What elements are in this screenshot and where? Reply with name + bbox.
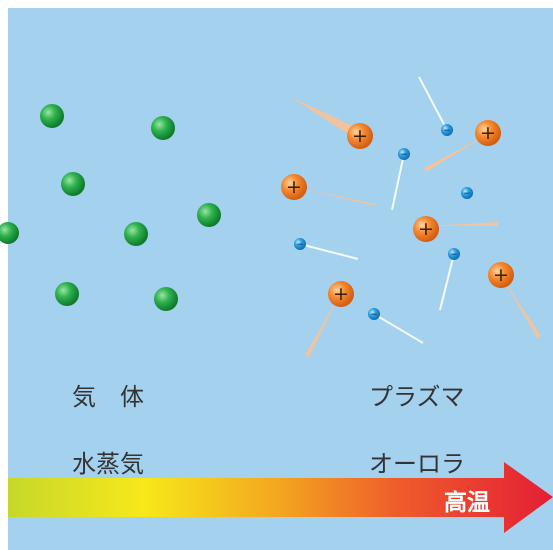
gas-particle: [124, 222, 148, 246]
electron-trail: [373, 313, 424, 344]
electron: −: [294, 238, 306, 250]
svg-text:−: −: [443, 126, 451, 136]
electron: −: [461, 187, 473, 199]
gas-particles: [0, 104, 221, 311]
gas-particle: [151, 116, 175, 140]
ion-trail: [501, 276, 541, 338]
electrons: − − − − − −: [294, 124, 473, 320]
electron-trail: [391, 153, 405, 211]
electron: −: [398, 148, 410, 160]
svg-text:+: +: [333, 283, 349, 305]
svg-text:−: −: [463, 189, 471, 199]
gas-particle: [40, 104, 64, 128]
svg-text:−: −: [370, 310, 378, 320]
gas-particle: [55, 282, 79, 306]
ion: +: [281, 174, 307, 200]
background-panel: [8, 8, 553, 550]
ion: +: [413, 216, 439, 242]
svg-text:−: −: [400, 150, 408, 160]
ion: +: [488, 262, 514, 288]
ion-trail: [426, 222, 498, 226]
ions: + + + + + +: [281, 120, 514, 307]
gas-particle: [154, 287, 178, 311]
svg-text:+: +: [480, 122, 496, 144]
ion: +: [328, 281, 354, 307]
ion-trail: [291, 97, 357, 140]
svg-text:+: +: [286, 176, 302, 198]
electron-trail: [439, 253, 455, 311]
ion-trails: [291, 97, 541, 357]
electron-trail: [418, 76, 448, 131]
vapor-label: 水蒸気: [72, 450, 144, 478]
svg-text:+: +: [493, 264, 509, 286]
gas-particle: [61, 172, 85, 196]
ion-trail: [424, 134, 488, 172]
svg-text:−: −: [450, 250, 458, 260]
electron: −: [448, 248, 460, 260]
svg-text:+: +: [352, 125, 368, 147]
electron: −: [441, 124, 453, 136]
ion: +: [347, 123, 373, 149]
ion: +: [475, 120, 501, 146]
plasma-label: プラズマ: [369, 383, 465, 411]
gas-particle: [0, 222, 19, 244]
svg-text:+: +: [418, 218, 434, 240]
ion-trail: [305, 292, 341, 357]
svg-text:−: −: [296, 240, 304, 250]
ion-trail: [296, 187, 375, 206]
electron-trail: [299, 243, 359, 260]
electron: −: [368, 308, 380, 320]
high-temperature-label: 高温: [444, 490, 490, 516]
aurora-label: オーロラ: [369, 450, 465, 478]
gas-particle: [197, 203, 221, 227]
gas-label: 気 体: [72, 383, 144, 411]
temperature-arrow: [8, 462, 553, 533]
electron-trails: [299, 76, 455, 344]
